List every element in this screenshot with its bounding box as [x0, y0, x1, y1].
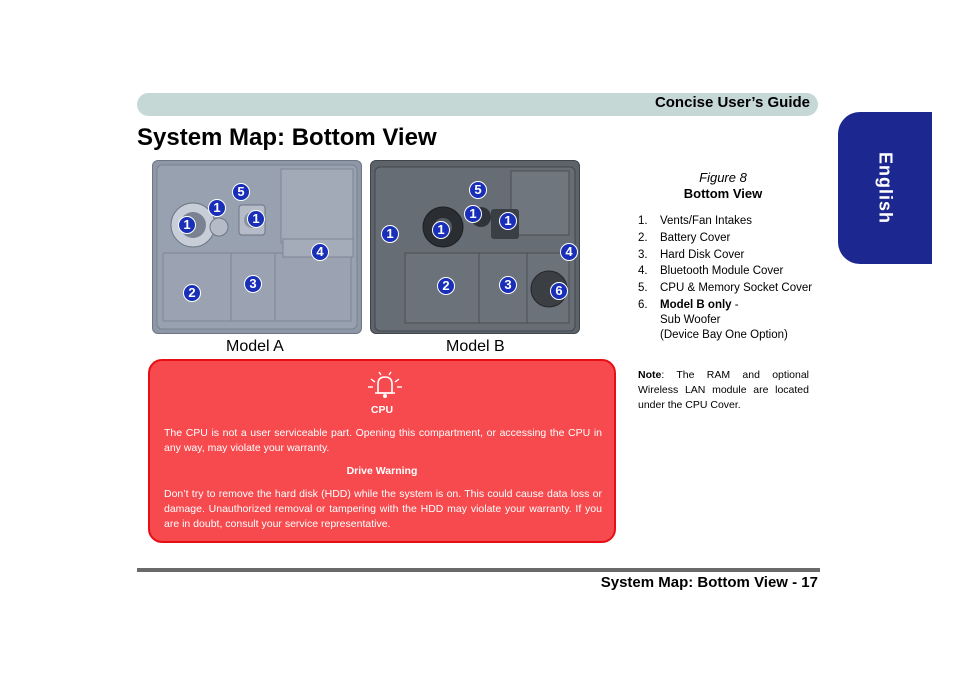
callout-marker-2: 2	[183, 284, 201, 302]
footer-rule	[137, 568, 820, 572]
callout-marker-1: 1	[178, 216, 196, 234]
header-title: Concise User’s Guide	[654, 94, 810, 111]
callout-marker-1: 1	[432, 221, 450, 239]
figure-caption: Figure 8	[699, 170, 747, 185]
legend-item: 4. Bluetooth Module Cover	[638, 264, 813, 279]
language-tab-label: English	[875, 151, 896, 225]
model-a-bottom-photo	[152, 160, 362, 334]
legend-item: 5. CPU & Memory Socket Cover	[638, 281, 813, 296]
note-paragraph: Note: The RAM and optional Wireless LAN …	[638, 368, 809, 413]
legend-number: 5.	[638, 282, 648, 295]
callout-marker-3: 3	[244, 275, 262, 293]
legend-number: 1.	[638, 215, 648, 227]
footer-page-label: System Map: Bottom View - 17	[600, 574, 818, 591]
language-tab[interactable]: English	[838, 112, 932, 264]
legend-item: 6. Model B only -Sub Woofer (Device Bay On…	[638, 298, 813, 343]
callout-marker-6: 6	[550, 282, 568, 300]
figure-legend: 1. Vents/Fan Intakes 2. Battery Cover 3. Ha…	[638, 214, 813, 345]
legend-line3: (Device Bay One Option)	[660, 328, 788, 341]
callout-marker-4: 4	[311, 243, 329, 261]
legend-bold-text: Model B only	[660, 298, 732, 311]
callout-marker-1: 1	[464, 205, 482, 223]
legend-item: 3. Hard Disk Cover	[638, 248, 813, 263]
legend-number: 3.	[638, 248, 648, 261]
callout-marker-3: 3	[499, 276, 517, 294]
callout-marker-1: 1	[208, 199, 226, 217]
cpu-warning-text: The CPU is not a user serviceable part. …	[164, 427, 602, 454]
callout-marker-1: 1	[499, 212, 517, 230]
callout-marker-5: 5	[469, 181, 487, 199]
model-b-bottom-photo	[370, 160, 580, 334]
legend-suffix: -	[731, 298, 739, 311]
legend-text: Bluetooth Module Cover	[660, 265, 784, 278]
legend-line2: Sub Woofer	[660, 313, 721, 326]
header-bar: Concise User’s Guide	[137, 93, 818, 116]
legend-text: CPU & Memory Socket Cover	[660, 282, 813, 295]
legend-text: Battery Cover	[660, 231, 731, 244]
model-b-label: Model B	[446, 338, 505, 355]
figure-title: Bottom View	[683, 186, 763, 201]
drive-warning-text: Don’t try to remove the hard disk (HDD) …	[164, 488, 602, 530]
legend-number: 2.	[638, 231, 648, 244]
warning-box: CPU The CPU is not a user serviceable pa…	[148, 359, 616, 543]
callout-marker-4: 4	[560, 243, 578, 261]
legend-text: Vents/Fan Intakes	[660, 215, 753, 227]
page-title: System Map: Bottom View	[137, 124, 437, 151]
drive-warning-heading: Drive Warning	[346, 465, 418, 477]
callout-marker-1: 1	[381, 225, 399, 243]
legend-item: 1. Vents/Fan Intakes	[638, 214, 813, 229]
note-text: : The RAM and optional Wireless LAN modu…	[638, 369, 809, 411]
model-a-label: Model A	[226, 338, 284, 355]
legend-text: Hard Disk Cover	[660, 248, 745, 261]
callout-marker-5: 5	[232, 183, 250, 201]
legend-number: 6.	[638, 298, 648, 311]
legend-number: 4.	[638, 265, 648, 278]
note-label: Note	[638, 369, 662, 381]
cpu-warning-heading: CPU	[370, 404, 394, 416]
callout-marker-1: 1	[247, 210, 265, 228]
callout-marker-2: 2	[437, 277, 455, 295]
alarm-bell-icon	[368, 371, 402, 398]
legend-item: 2. Battery Cover	[638, 231, 813, 246]
